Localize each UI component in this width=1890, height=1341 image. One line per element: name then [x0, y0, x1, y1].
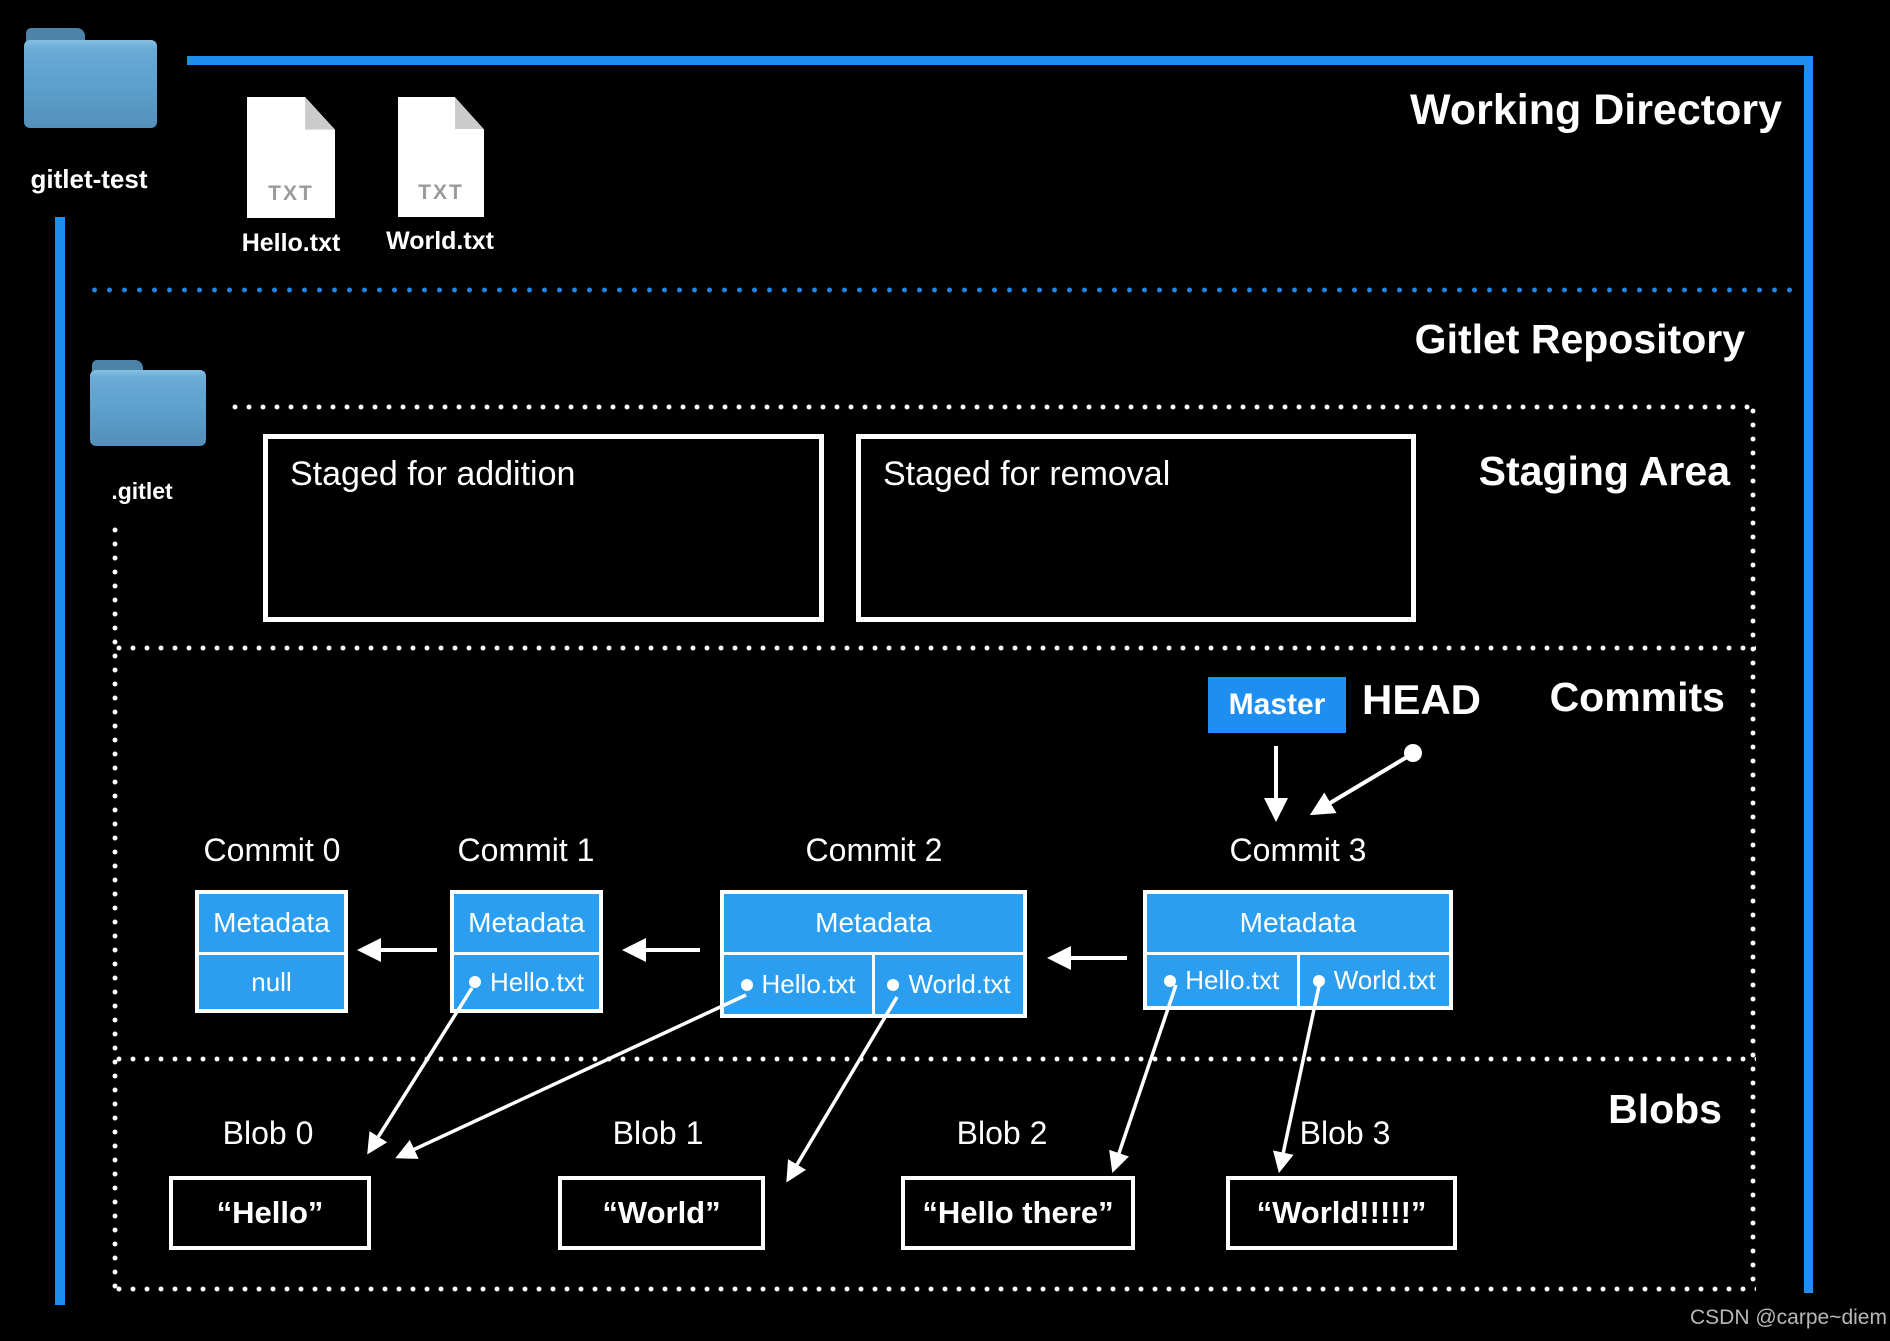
commit-2-title: Commit 2	[805, 832, 943, 868]
blob-2-title: Blob 2	[956, 1115, 1048, 1151]
blob-pointer-dot	[740, 978, 753, 991]
blob-1-title: Blob 1	[612, 1115, 704, 1151]
working-directory-right-line	[1804, 56, 1813, 1293]
staged-for-addition-box: Staged for addition	[263, 434, 824, 622]
blob-pointer-dot	[469, 976, 482, 988]
repo-border-left	[112, 523, 118, 1290]
blob-pointer-dot	[1164, 974, 1177, 987]
page-fold	[305, 97, 335, 130]
commit-1-title: Commit 1	[457, 832, 595, 868]
gitlet-test-folder-icon	[24, 28, 157, 128]
commit-3-file-cell-world: World.txt	[1296, 955, 1450, 1006]
dot-gitlet-folder-label: .gitlet	[111, 478, 173, 504]
blob-0-box: “Hello”	[169, 1176, 371, 1250]
hello-txt-file-label: Hello.txt	[241, 229, 341, 257]
commit-1-file-label: Hello.txt	[490, 966, 584, 997]
master-branch-badge: Master	[1208, 677, 1346, 733]
commit-0-title: Commit 0	[203, 832, 341, 868]
hello-txt-file-icon: TXT	[247, 97, 335, 218]
txt-type-label: TXT	[268, 182, 314, 205]
arrow-head-to-commit3	[1309, 755, 1409, 816]
staged-for-addition-label: Staged for addition	[290, 455, 576, 493]
working-directory-title: Working Directory	[1410, 86, 1782, 134]
folder-body	[90, 370, 206, 446]
staging-area-title: Staging Area	[1478, 448, 1730, 494]
commits-title: Commits	[1549, 674, 1725, 720]
gitlet-test-folder-label: gitlet-test	[30, 164, 148, 194]
working-directory-top-line	[187, 56, 1813, 65]
staged-for-removal-label: Staged for removal	[883, 455, 1171, 493]
commit-2-file-label: World.txt	[908, 969, 1011, 999]
commit-2-file-cell-world: World.txt	[872, 955, 1023, 1014]
commit-0-file-label: null	[251, 966, 292, 997]
arrow-commit2-world-to-blob1	[786, 996, 899, 1183]
commit-3-file-label: World.txt	[1333, 965, 1436, 995]
blob-2-box: “Hello there”	[901, 1176, 1135, 1250]
blob-pointer-dot	[887, 978, 900, 991]
working-directory-left-line	[55, 217, 65, 1305]
world-txt-file-icon: TXT	[398, 97, 484, 217]
blob-pointer-dot	[1312, 974, 1325, 987]
txt-type-label: TXT	[418, 181, 464, 204]
commit-3-file-label: Hello.txt	[1185, 965, 1280, 995]
watermark: CSDN @carpe~diem	[1690, 1306, 1887, 1329]
gitlet-repository-title: Gitlet Repository	[1414, 316, 1745, 362]
page-fold	[454, 97, 484, 130]
commit-2-box: Metadata Hello.txt World.txt	[720, 890, 1027, 1018]
commit-2-file-label: Hello.txt	[761, 969, 856, 999]
commit-0-box: Metadata null	[195, 890, 348, 1013]
repo-border-bottom	[112, 1286, 1756, 1292]
commit-1-box: Metadata Hello.txt	[450, 890, 603, 1013]
commit-2-metadata: Metadata	[724, 894, 1023, 955]
head-pointer-origin-dot	[1404, 744, 1422, 762]
blob-0-title: Blob 0	[222, 1115, 314, 1151]
folder-body	[24, 40, 157, 128]
commit-1-file-cell: Hello.txt	[454, 955, 599, 1009]
commit-0-parent-cell: null	[199, 955, 344, 1009]
arrow-commit3-hello-to-blob2	[1109, 984, 1178, 1173]
working-directory-repo-separator	[87, 287, 1793, 293]
staging-commits-separator	[112, 645, 1756, 651]
blobs-title: Blobs	[1608, 1086, 1722, 1132]
blob-3-title: Blob 3	[1299, 1115, 1391, 1151]
staged-for-removal-box: Staged for removal	[856, 434, 1416, 622]
head-pointer-label: HEAD	[1362, 676, 1482, 723]
commit-0-metadata: Metadata	[199, 894, 344, 955]
commit-3-box: Metadata Hello.txt World.txt	[1143, 890, 1453, 1010]
world-txt-file-label: World.txt	[386, 227, 494, 255]
commit-1-metadata: Metadata	[454, 894, 599, 955]
commit-3-metadata: Metadata	[1147, 894, 1449, 955]
repo-border-top	[228, 404, 1754, 410]
blob-3-box: “World!!!!!”	[1226, 1176, 1457, 1250]
commit-2-file-cell-hello: Hello.txt	[724, 955, 872, 1014]
repo-border-right	[1750, 404, 1756, 1290]
commit-3-file-cell-hello: Hello.txt	[1147, 955, 1297, 1006]
commits-blobs-separator	[112, 1056, 1756, 1062]
dot-gitlet-folder-icon	[90, 360, 206, 446]
commit-3-title: Commit 3	[1229, 832, 1367, 868]
blob-1-box: “World”	[558, 1176, 765, 1250]
